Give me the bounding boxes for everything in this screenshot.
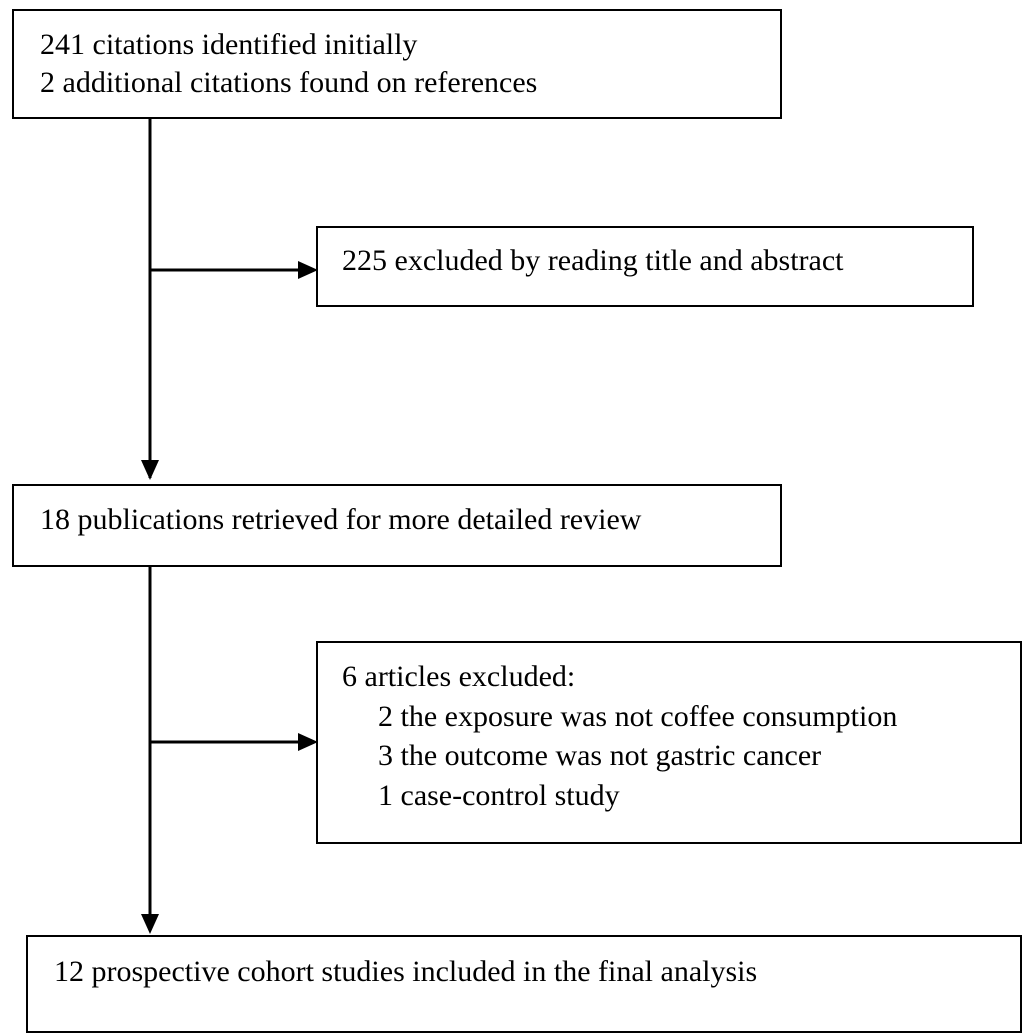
identification-line-2: 2 additional citations found on referenc… (40, 66, 538, 99)
retrieved-text: 18 publications retrieved for more detai… (40, 503, 642, 536)
exclusion-reason-3: 1 case-control study (378, 779, 620, 812)
exclusion-articles-heading: 6 articles excluded: (342, 660, 576, 693)
retrieved-box: 18 publications retrieved for more detai… (12, 484, 782, 567)
exclusion-reason-1: 2 the exposure was not coffee consumptio… (378, 700, 898, 733)
identification-box: 241 citations identified initially 2 add… (12, 9, 782, 119)
arrowhead-right-exclusion-1 (298, 261, 318, 279)
arrowhead-down-retrieved (141, 460, 159, 480)
included-text: 12 prospective cohort studies included i… (54, 955, 758, 988)
exclusion-title-abstract-box: 225 excluded by reading title and abstra… (316, 226, 974, 307)
included-box: 12 prospective cohort studies included i… (26, 935, 1022, 1033)
arrowhead-down-included (141, 914, 159, 934)
identification-line-1: 241 citations identified initially (40, 28, 418, 61)
exclusion-title-abstract-text: 225 excluded by reading title and abstra… (342, 244, 844, 277)
exclusion-articles-box: 6 articles excluded: 2 the exposure was … (316, 641, 1022, 844)
exclusion-reason-2: 3 the outcome was not gastric cancer (378, 739, 822, 772)
arrowhead-right-exclusion-2 (298, 733, 318, 751)
